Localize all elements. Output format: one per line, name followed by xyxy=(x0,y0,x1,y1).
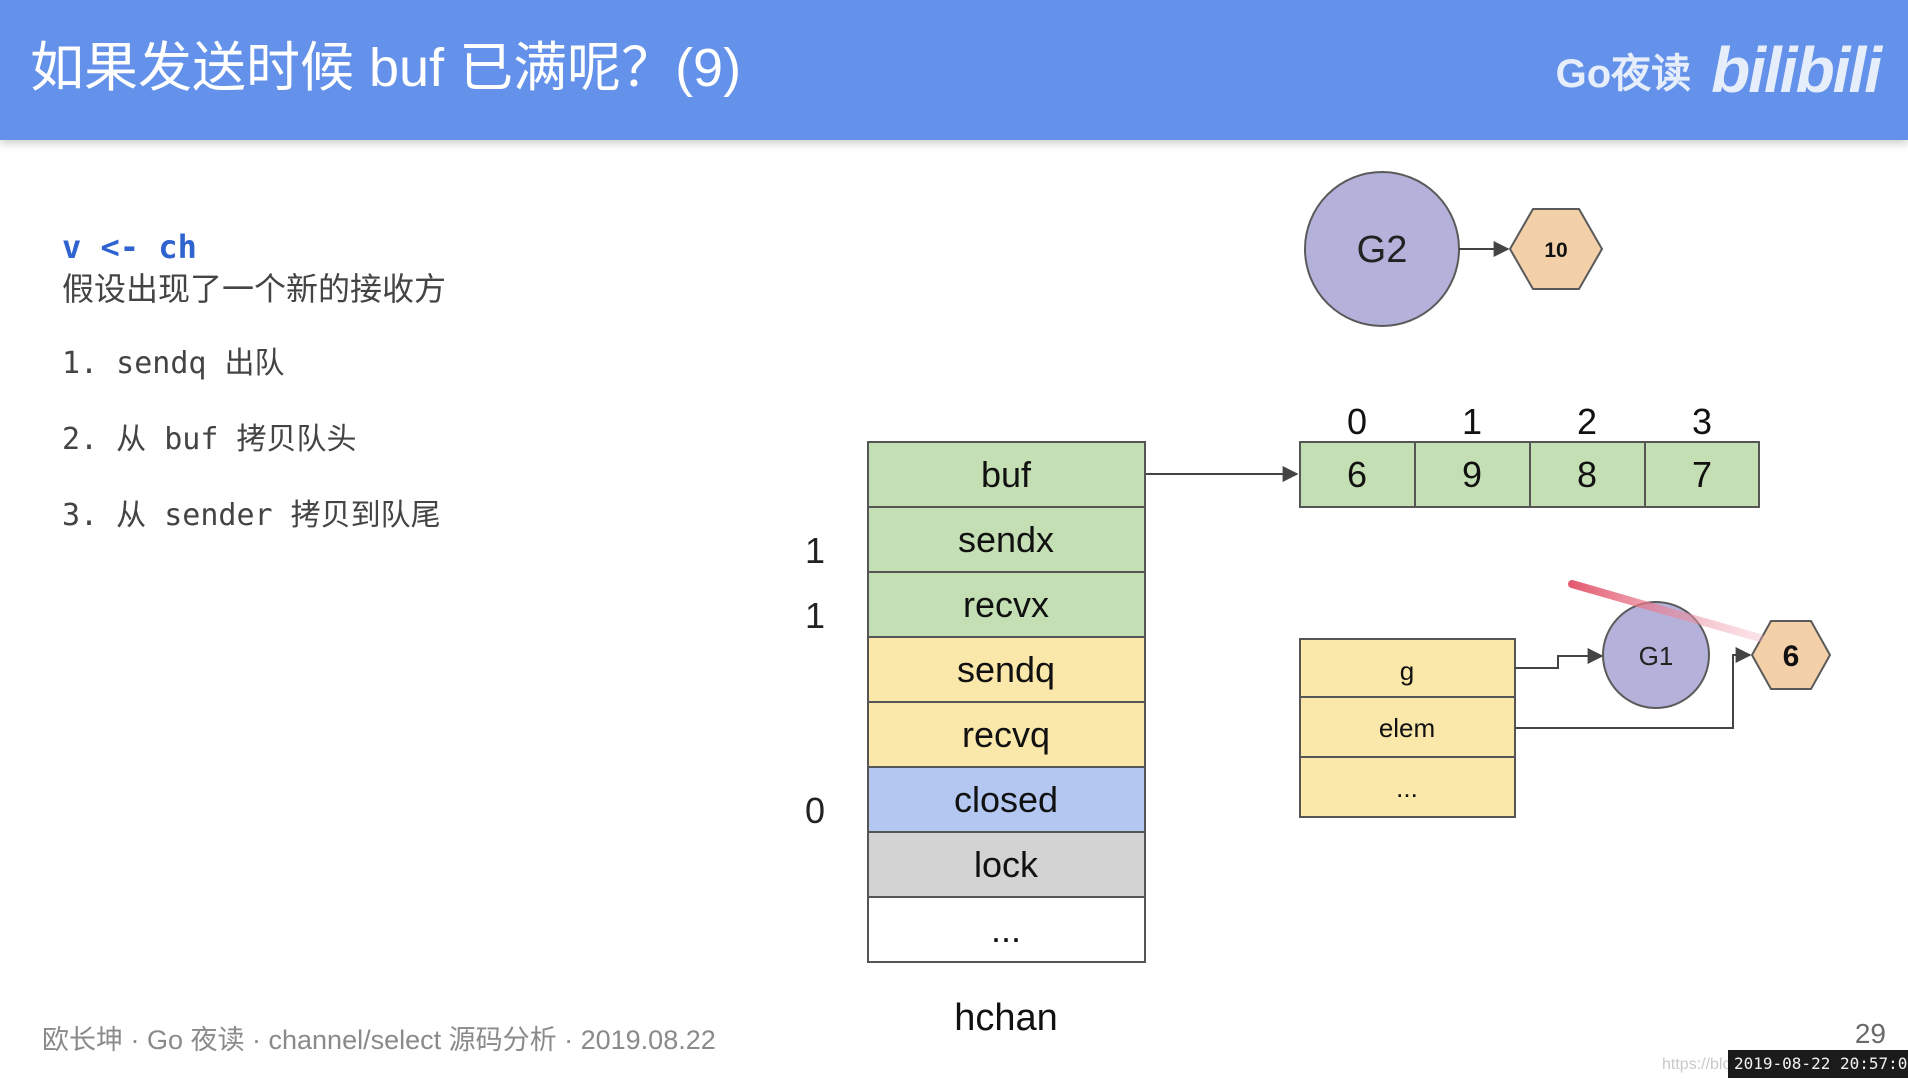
sudog-field-more xyxy=(1299,756,1516,818)
g1-label: G1 xyxy=(1639,641,1674,671)
g2-value-hexagon xyxy=(1508,208,1604,290)
hchan-field-closed xyxy=(867,766,1146,833)
step-1: 1. sendq 出队 xyxy=(62,346,285,381)
buffer-value-0: 6 xyxy=(1347,454,1367,495)
buffer-slot-2 xyxy=(1529,441,1646,508)
code-snippet: v <- ch xyxy=(62,228,197,266)
brand: Go夜读 bilibili xyxy=(1555,34,1882,106)
bilibili-logo: bilibili xyxy=(1711,34,1882,106)
hchan-field-sendq xyxy=(867,636,1146,703)
hchan-field-more xyxy=(867,896,1146,963)
sudog-struct: g elem ... xyxy=(1299,638,1516,818)
hchan-field-recvx xyxy=(867,571,1146,638)
intro-text: 假设出现了一个新的接收方 xyxy=(62,271,447,307)
page-number: 29 xyxy=(1854,1018,1886,1049)
buffer-index-0: 0 xyxy=(1347,401,1367,442)
brand-text: Go夜读 xyxy=(1555,52,1692,96)
sudog-field-g-label: g xyxy=(1400,656,1414,686)
closed-value: 0 xyxy=(805,790,825,831)
buffer-value-3: 7 xyxy=(1692,454,1712,495)
hchan-field-sendq-label: sendq xyxy=(957,649,1055,690)
hchan-field-recvq-label: recvq xyxy=(962,714,1050,755)
strike-mark xyxy=(1568,580,1764,642)
sudog-field-more-label: ... xyxy=(1396,773,1418,803)
slide-title: 如果发送时候 buf 已满呢？(9) xyxy=(30,38,742,98)
hchan-field-recvx-label: recvx xyxy=(963,584,1049,625)
buffer-index-3: 3 xyxy=(1692,401,1712,442)
hchan-field-recvq xyxy=(867,701,1146,768)
hchan-field-more-label: ... xyxy=(991,909,1021,950)
hchan-field-lock xyxy=(867,831,1146,898)
timestamp-badge: 2019-08-22 20:57:03 xyxy=(1728,1050,1908,1078)
buffer-value-2: 8 xyxy=(1577,454,1597,495)
hchan-field-buf xyxy=(867,441,1146,508)
buffer-slot-1 xyxy=(1414,441,1531,508)
left-panel: v <- ch 假设出现了一个新的接收方 1. sendq 出队 2. 从 bu… xyxy=(62,226,446,536)
sudog-g-arrow xyxy=(1515,648,1604,669)
header-bar: 如果发送时候 buf 已满呢？(9) Go夜读 bilibili xyxy=(0,0,1908,140)
hchan-field-sendx-label: sendx xyxy=(958,519,1054,560)
elem-value: 6 xyxy=(1783,640,1800,673)
g2-value: 10 xyxy=(1544,239,1567,262)
recvx-value: 1 xyxy=(805,595,825,636)
hchan-field-buf-label: buf xyxy=(981,454,1032,495)
sendx-value: 1 xyxy=(805,530,825,571)
g1-node xyxy=(1602,601,1710,709)
buffer-value-1: 9 xyxy=(1462,454,1482,495)
hchan-struct: buf sendx recvx sendq recvq closed lock … xyxy=(867,441,1146,963)
hchan-field-lock-label: lock xyxy=(974,844,1039,885)
hchan-label: hchan xyxy=(954,997,1058,1039)
ring-buffer: 6 9 8 7 0 1 2 3 xyxy=(1299,401,1760,508)
hchan-field-closed-label: closed xyxy=(954,779,1058,820)
sudog-elem-arrow xyxy=(1515,647,1752,729)
buffer-index-2: 2 xyxy=(1577,401,1597,442)
elem-value-hexagon xyxy=(1750,620,1832,690)
step-3: 3. 从 sender 拷贝到队尾 xyxy=(62,498,441,533)
footer-text: 欧长坤 · Go 夜读 · channel/select 源码分析 · 2019… xyxy=(42,1025,716,1055)
step-2: 2. 从 buf 拷贝队头 xyxy=(62,422,357,457)
buffer-index-1: 1 xyxy=(1462,401,1482,442)
g2-label: G2 xyxy=(1357,229,1408,271)
buffer-slot-3 xyxy=(1644,441,1760,508)
sudog-field-elem-label: elem xyxy=(1379,713,1435,743)
